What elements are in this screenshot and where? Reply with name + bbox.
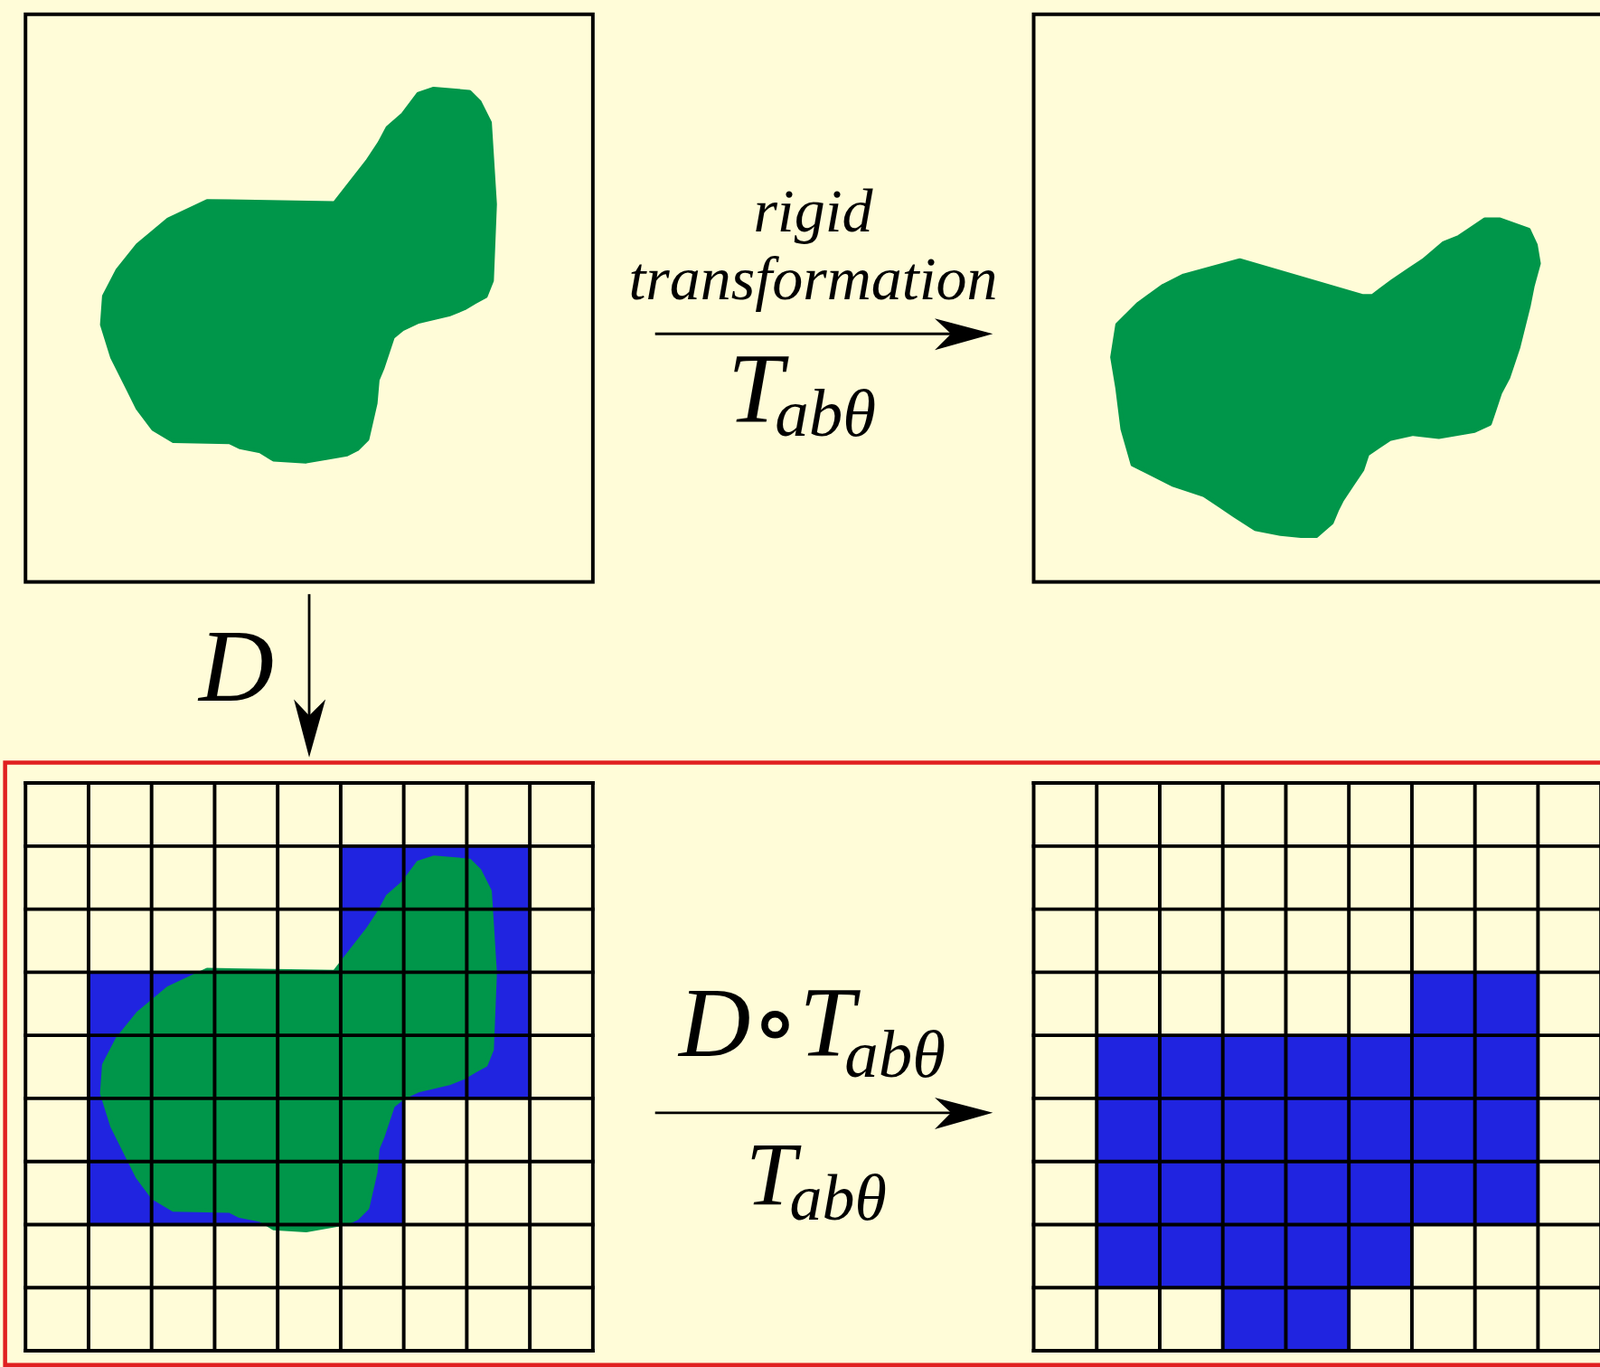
pixel-cell bbox=[1348, 1035, 1412, 1099]
grid-line bbox=[1410, 782, 1414, 1351]
grid-line bbox=[591, 782, 595, 1351]
continuous-shape-on-grid bbox=[102, 857, 496, 1231]
grid-line bbox=[527, 782, 532, 1351]
pixel-grid bbox=[25, 782, 1600, 1351]
transform-symbol: Tabθ bbox=[745, 1129, 887, 1231]
operator-symbol: D bbox=[198, 613, 274, 718]
grid-line bbox=[1034, 1033, 1600, 1037]
grid-line bbox=[1034, 969, 1600, 974]
grid-line bbox=[1094, 782, 1099, 1351]
grid-line bbox=[86, 782, 91, 1351]
pixel-cell bbox=[1223, 1223, 1287, 1288]
pixel-cell bbox=[1348, 1098, 1412, 1162]
arrow-shaft bbox=[655, 332, 960, 336]
grid-line bbox=[1283, 782, 1288, 1351]
grid-line bbox=[25, 907, 593, 912]
arrow-caption: rigid transformation bbox=[616, 177, 1010, 313]
grid-line bbox=[1221, 782, 1225, 1351]
pixel-cell bbox=[1159, 1161, 1224, 1225]
arrow-head bbox=[934, 318, 993, 350]
math-symbol: abθ bbox=[789, 1161, 886, 1234]
pixel-cell bbox=[1223, 1098, 1287, 1162]
highlight-frame bbox=[5, 762, 1600, 1365]
pixel-cell bbox=[1096, 1035, 1160, 1099]
grid-line bbox=[1157, 782, 1162, 1351]
math-symbol: D∘T bbox=[678, 967, 856, 1078]
grid-line bbox=[1034, 907, 1600, 912]
grid-line bbox=[1346, 782, 1351, 1351]
arrow-head bbox=[934, 1097, 993, 1130]
pixel-cell bbox=[1223, 1161, 1287, 1225]
pixel-cell bbox=[1475, 1161, 1539, 1225]
arrow-head bbox=[293, 699, 326, 758]
pixel-cell bbox=[1348, 1161, 1412, 1225]
grid-line bbox=[25, 1033, 593, 1037]
grid-line bbox=[1034, 1096, 1600, 1101]
grid-line bbox=[25, 1222, 593, 1226]
pixel-cell bbox=[1285, 1287, 1349, 1351]
pixel-cell bbox=[1285, 1098, 1349, 1162]
pixel-cell bbox=[1159, 1035, 1224, 1099]
pixel-cell bbox=[1475, 1035, 1539, 1099]
arrow-shaft bbox=[655, 1110, 960, 1114]
pixel-cell bbox=[1411, 1098, 1476, 1162]
grid-line bbox=[1034, 1159, 1600, 1164]
transformed-shape bbox=[1111, 219, 1539, 537]
grid-line bbox=[23, 782, 28, 1351]
math-symbol: abθ bbox=[774, 375, 876, 451]
caption-text: rigid transformation bbox=[628, 176, 998, 313]
arrow-shaft bbox=[308, 593, 311, 727]
pixel-cell bbox=[1159, 1098, 1224, 1162]
composed-symbol: D∘Tabθ bbox=[678, 972, 946, 1088]
grid-line bbox=[25, 969, 593, 974]
math-symbol: abθ bbox=[844, 1016, 946, 1092]
math-symbol: T bbox=[745, 1123, 797, 1224]
pixel-cell bbox=[1285, 1161, 1349, 1225]
pixel-cell bbox=[1096, 1098, 1160, 1162]
pixel-cell bbox=[1348, 1223, 1412, 1288]
image-frame bbox=[1034, 14, 1600, 583]
grid-line bbox=[464, 782, 469, 1351]
grid-line bbox=[1473, 782, 1478, 1351]
pixel-cell bbox=[1411, 1161, 1476, 1225]
pixel-cell bbox=[1223, 1035, 1287, 1099]
grid-line bbox=[1034, 844, 1600, 848]
pixel-cell bbox=[1096, 1161, 1160, 1225]
pixel-cell bbox=[1159, 1223, 1224, 1288]
grid-line bbox=[1032, 782, 1036, 1351]
grid-line bbox=[275, 782, 280, 1351]
grid-line bbox=[338, 782, 343, 1351]
math-symbol: D bbox=[198, 608, 274, 724]
grid-line bbox=[402, 782, 406, 1351]
transform-symbol: Tabθ bbox=[727, 338, 876, 447]
image-frame bbox=[25, 14, 593, 583]
grid-line bbox=[25, 1348, 593, 1353]
pixel-cell bbox=[1475, 1098, 1539, 1162]
grid-line bbox=[212, 782, 217, 1351]
pixel-cell bbox=[1285, 1035, 1349, 1099]
grid-line bbox=[1034, 1348, 1600, 1353]
grid-line bbox=[1034, 1222, 1600, 1226]
pixel-cell bbox=[1285, 1223, 1349, 1288]
grid-line bbox=[25, 1159, 593, 1164]
pixel-cell bbox=[1475, 971, 1539, 1036]
grid-line bbox=[25, 844, 593, 848]
pixel-cell bbox=[1411, 1035, 1476, 1099]
pixel-cell bbox=[1223, 1287, 1287, 1351]
pixel-cell bbox=[1411, 971, 1476, 1036]
pixel-cell bbox=[1096, 1223, 1160, 1288]
grid-line bbox=[1535, 782, 1540, 1351]
grid-line bbox=[25, 1096, 593, 1101]
grid-line bbox=[25, 781, 593, 785]
grid-line bbox=[150, 782, 154, 1351]
continuous-shape bbox=[102, 88, 496, 462]
math-symbol: T bbox=[727, 333, 783, 444]
grid-line bbox=[1034, 1285, 1600, 1290]
grid-line bbox=[25, 1285, 593, 1290]
grid-line bbox=[1034, 781, 1600, 785]
